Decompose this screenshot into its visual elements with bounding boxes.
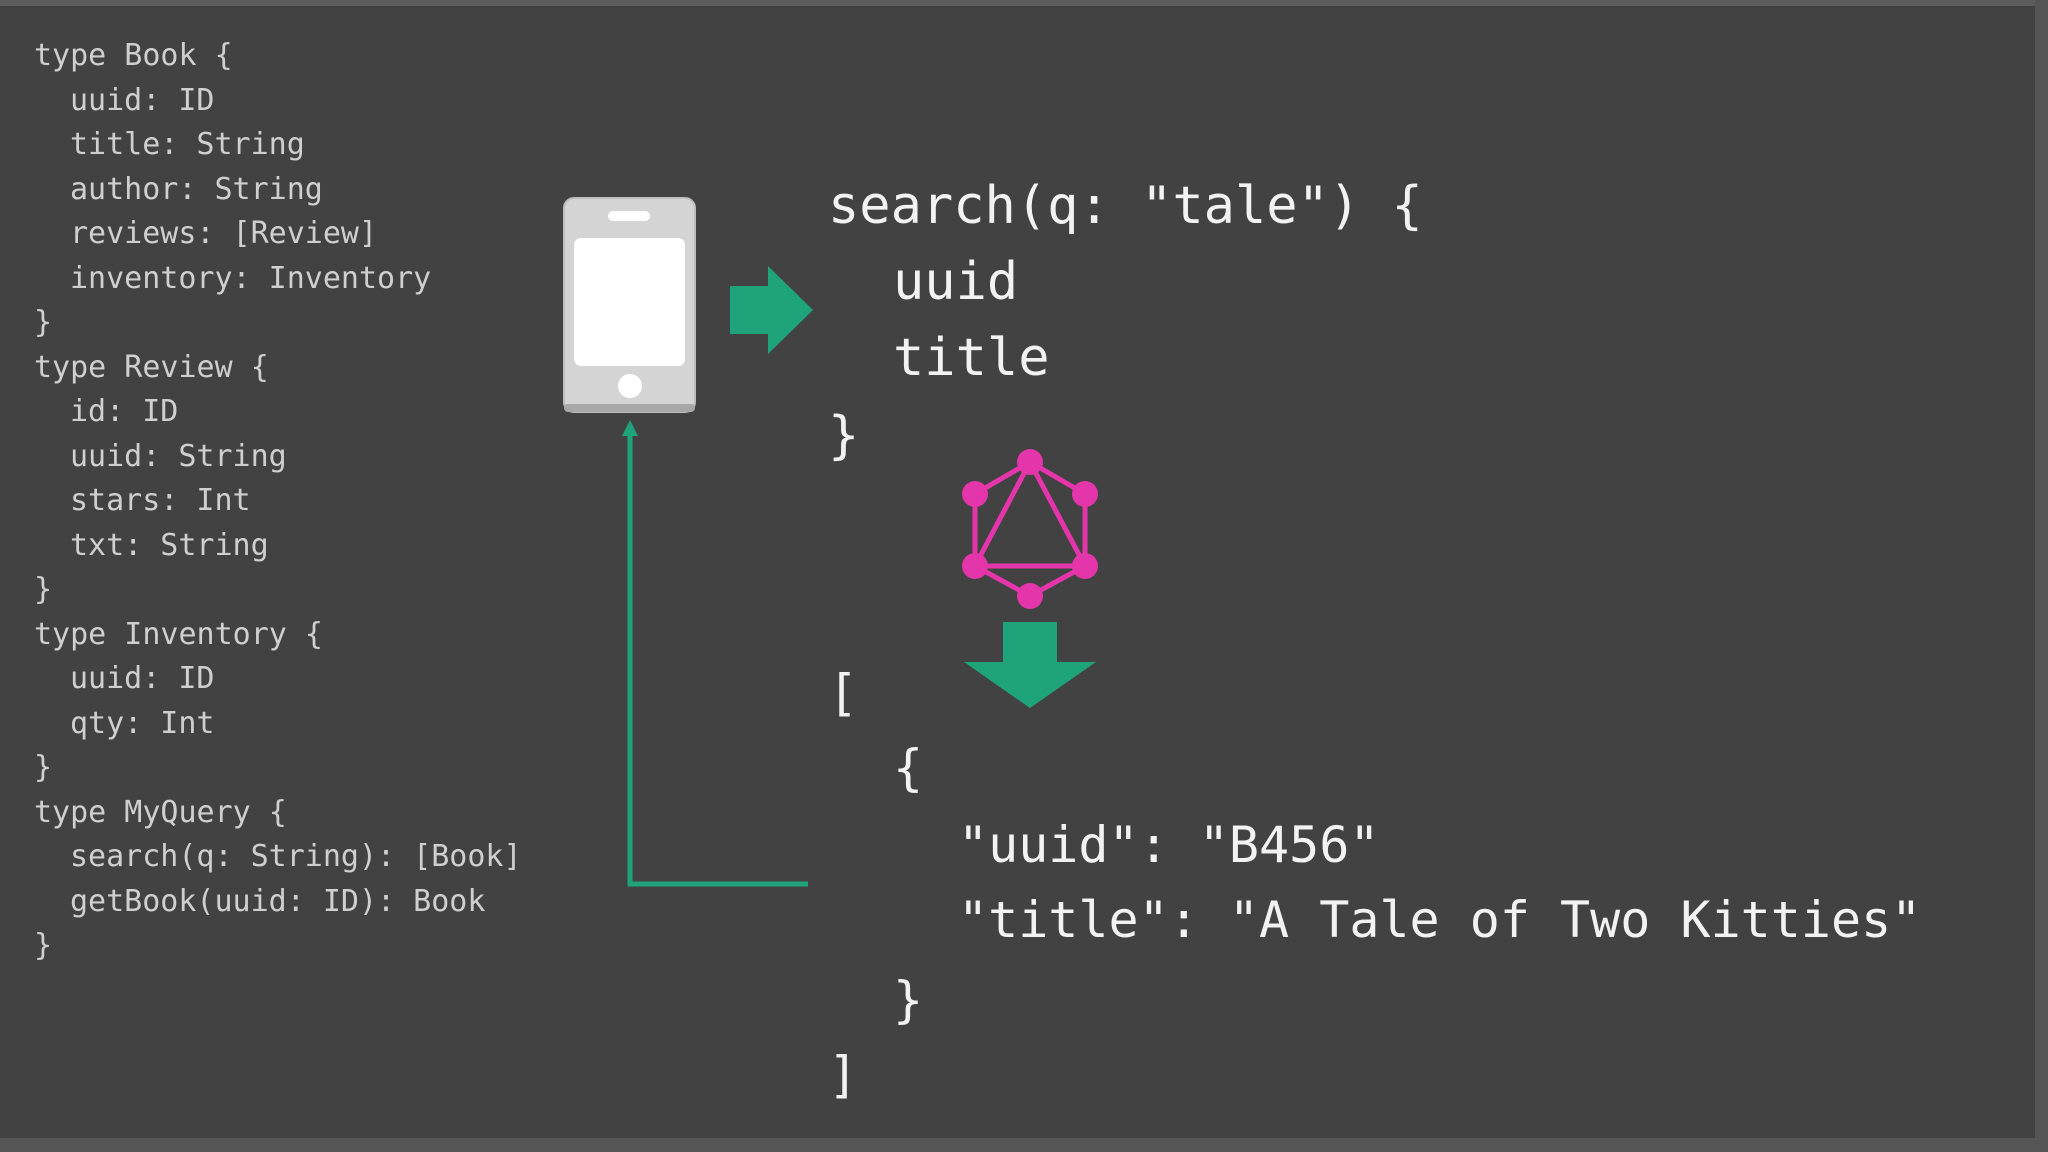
schema-line: } — [34, 305, 53, 340]
schema-line: type Book { — [34, 38, 233, 73]
schema-line: type Inventory { — [34, 616, 323, 652]
schema-line: stars: Int — [70, 483, 251, 518]
schema-line: } — [34, 750, 53, 785]
result-uuid-line: "uuid": "B456" — [958, 816, 1380, 874]
schema-line: id: ID — [70, 394, 179, 429]
schema-line: uuid: ID — [70, 82, 215, 118]
result-open-bracket: [ — [828, 664, 859, 722]
arrow-down-icon — [964, 622, 1096, 708]
schema-line: reviews: [Review] — [70, 216, 378, 251]
query-field-title: title — [893, 328, 1050, 388]
schema-line: uuid: ID — [70, 661, 215, 696]
schema-code-block: type Book { uuid: ID title: String autho… — [34, 34, 522, 969]
schema-line: inventory: Inventory — [70, 260, 432, 296]
graphql-logo-icon — [962, 449, 1098, 609]
mobile-phone-icon — [563, 197, 696, 413]
result-close-bracket: ] — [828, 1046, 859, 1104]
schema-line: title: String — [70, 127, 305, 162]
schema-line: uuid: String — [70, 438, 287, 474]
schema-line: type MyQuery { — [34, 794, 287, 830]
query-line-search: search(q: "tale") { — [828, 176, 1423, 236]
schema-line: search(q: String): [Book] — [70, 839, 522, 874]
result-close-brace: } — [893, 971, 924, 1029]
result-title-line: "title": "A Tale of Two Kitties" — [958, 891, 1922, 949]
response-return-line — [622, 420, 808, 887]
schema-line: getBook(uuid: ID): Book — [70, 883, 486, 919]
schema-line: type Review { — [34, 349, 269, 385]
schema-line: } — [34, 928, 53, 963]
schema-line: txt: String — [70, 527, 269, 563]
schema-line: } — [34, 572, 53, 607]
arrow-right-icon — [730, 266, 813, 354]
schema-line: qty: Int — [70, 705, 215, 741]
right-border — [2035, 0, 2048, 1152]
query-field-uuid: uuid — [893, 252, 1019, 312]
schema-line: author: String — [70, 171, 323, 207]
top-border — [0, 0, 2048, 6]
bottom-border — [0, 1138, 2048, 1152]
result-open-brace: { — [893, 739, 924, 797]
query-close-brace: } — [828, 406, 860, 466]
